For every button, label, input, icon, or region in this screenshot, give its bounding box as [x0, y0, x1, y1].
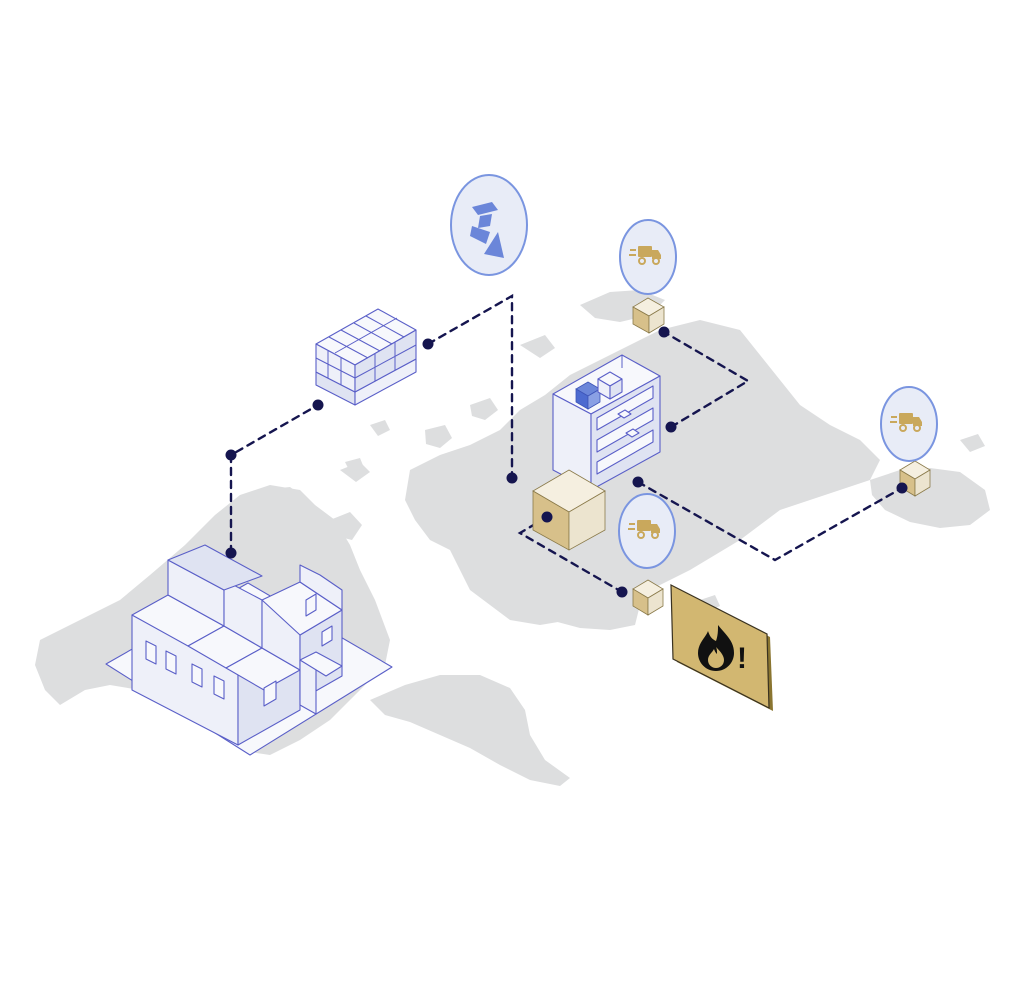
warehouse-shelf: warehouse-shelf-icon — [552, 354, 661, 491]
truck-bubble-north: delivery-truck-icon — [619, 219, 677, 295]
node-pallet-in — [312, 399, 324, 411]
node-shelf-north — [665, 421, 677, 433]
node-shelf-south — [632, 476, 644, 488]
delivery-truck-icon: delivery-truck-icon — [629, 246, 661, 265]
truck-bubble-south: delivery-truck-icon — [618, 493, 676, 569]
route-nodes — [225, 326, 908, 598]
route-shelf-to-north — [662, 330, 751, 429]
fire-alert-sign: fire-alert-icon ! — [670, 584, 773, 711]
customs-bubble: customs-officer-icon — [450, 174, 528, 276]
node-customs — [506, 472, 518, 484]
node-package-north — [658, 326, 670, 338]
node-pallet-out — [422, 338, 434, 350]
node-factory — [225, 547, 237, 559]
delivery-truck-icon: delivery-truck-icon — [890, 413, 922, 432]
node-crate — [541, 511, 553, 523]
factory: factory-icon — [105, 544, 393, 756]
truck-bubble-east: delivery-truck-icon — [880, 386, 938, 462]
route-crate-to-south — [517, 515, 624, 594]
node-corner-west — [225, 449, 237, 461]
land-south-america — [370, 675, 570, 786]
pallet: pallet-icon — [315, 308, 417, 406]
package-north: package-box-icon — [632, 297, 665, 334]
fire-alert-icon: fire-alert-icon — [698, 625, 734, 671]
land-africa — [470, 545, 640, 630]
alert-exclamation: ! — [737, 642, 747, 675]
land-greenland — [235, 487, 305, 530]
customs-officer-icon: customs-officer-icon — [470, 202, 504, 258]
node-package-east — [896, 482, 908, 494]
route-shelf-to-east — [636, 480, 904, 562]
delivery-truck-icon: delivery-truck-icon — [628, 520, 660, 539]
package-east: package-box-icon — [899, 460, 931, 497]
package-south: package-box-icon — [632, 579, 664, 616]
node-package-south — [616, 586, 628, 598]
route-pallet-to-customs — [426, 293, 514, 480]
